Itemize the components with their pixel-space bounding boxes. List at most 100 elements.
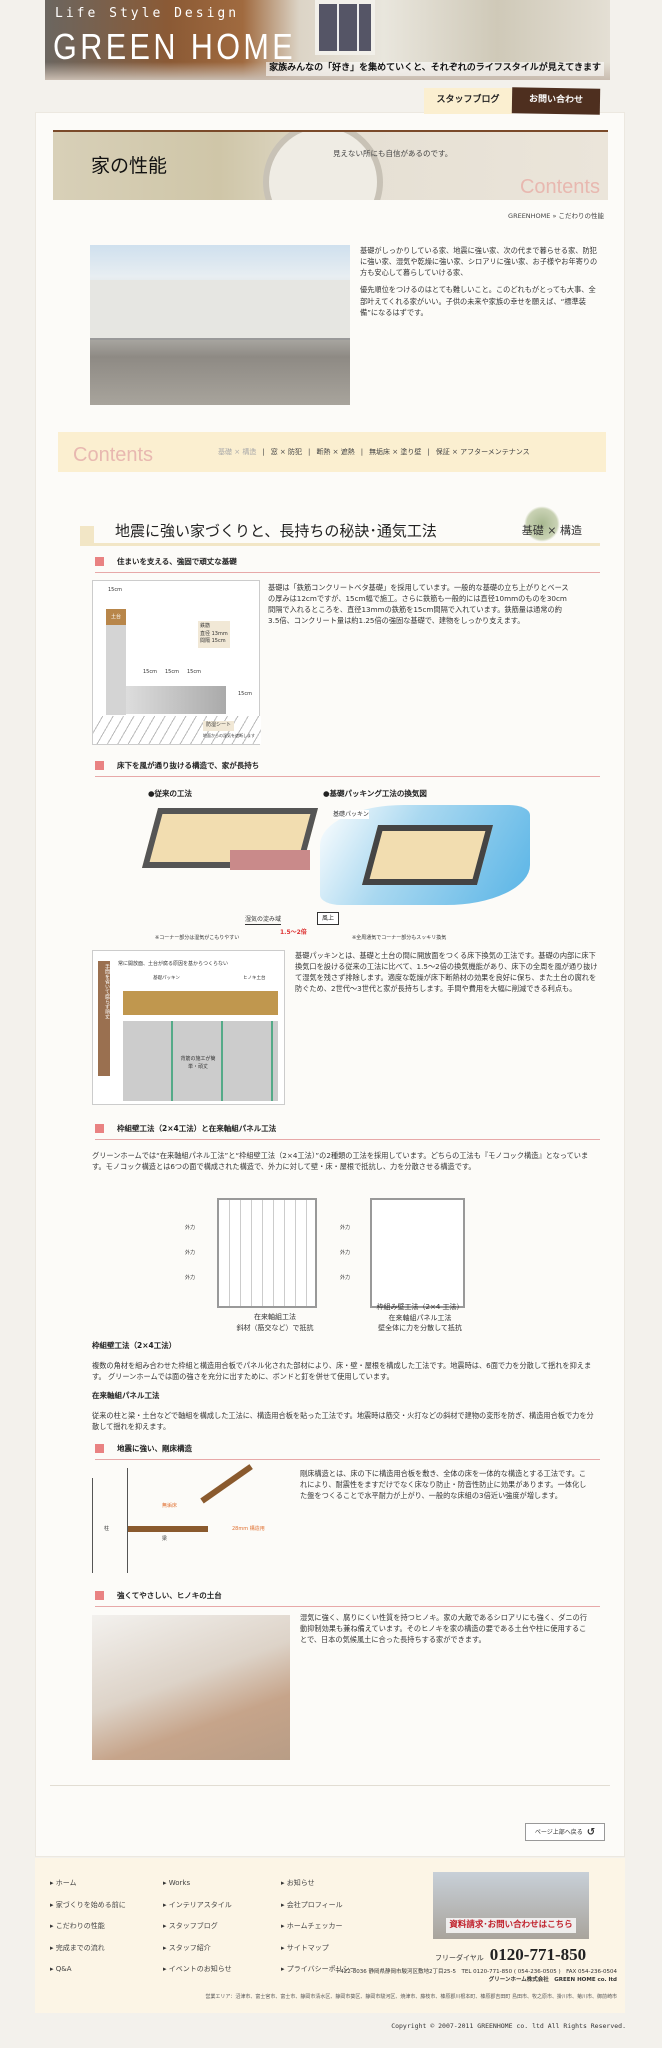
divider — [50, 1785, 610, 1786]
freedial-label: フリーダイヤル — [435, 1954, 484, 1962]
breadcrumb[interactable]: GREENHOME » こだわりの性能 — [508, 212, 604, 220]
center-label: 背筋の施工が簡単・頑丈 — [180, 1056, 216, 1070]
page-subtitle: 見えない所にも自信があるのです。 — [333, 149, 453, 158]
rigid-floor-diagram: 無垢床 28mm 構造用 柱 梁 — [92, 1464, 292, 1573]
freedial-number: 0120-771-850 — [489, 1945, 587, 1964]
address-line: 〒422-8036 静岡県静岡市駿河区敷地2丁目25-5 TEL 0120-77… — [334, 1969, 617, 1975]
dim-label: 15cm — [186, 669, 201, 675]
header-banner: Life Style Design GREEN HOME 家族みんなの「好き」を… — [45, 0, 610, 80]
subheading-ventilation: 床下を風が通り抜ける構造で、家が長持ち — [95, 757, 600, 777]
dim-label: 15cm — [164, 669, 179, 675]
foundation-text: 基礎は「鉄筋コンクリートベタ基礎」を採用しています。一般的な基礎の立ち上がりとベ… — [268, 583, 569, 626]
section-tag: 基礎 × 構造 — [521, 524, 582, 537]
footer-link[interactable]: イベントのお知らせ — [163, 1964, 232, 1975]
subheading-hinoki: 強くてやさしい、ヒノキの土台 — [95, 1587, 600, 1607]
contents-nav-warranty[interactable]: 保証 × アフターメンテナンス — [435, 448, 530, 456]
tree-icon — [524, 506, 560, 542]
logo-subtitle: Life Style Design — [55, 6, 240, 21]
logo[interactable]: GREEN HOME — [53, 26, 297, 67]
contents-label: Contents — [73, 444, 154, 466]
contact-banner-text: 資料請求･お問い合わせはこちら — [446, 1918, 576, 1933]
intro-text: 基礎がしっかりしている家、地震に強い家、次の代まで暮らせる家、防犯に強い家、湿気… — [360, 245, 600, 318]
contents-nav-window[interactable]: 窓 × 防犯 — [270, 448, 303, 456]
subheading-foundation: 住まいを支える、強固で頑丈な基礎 — [95, 553, 600, 573]
pillar-label: 柱 — [104, 1526, 110, 1532]
force-label: 外力 — [185, 1250, 196, 1256]
diagram-label: 基礎パッキン — [333, 810, 369, 819]
page-top-button[interactable]: ページ上部へ戻る↺ — [525, 1823, 605, 1841]
diagram-title: ●従来の工法 — [148, 789, 193, 798]
footer-link[interactable]: 会社プロフィール — [281, 1900, 357, 1911]
sep: | — [308, 448, 311, 456]
nav-contact[interactable]: お問い合わせ — [511, 87, 601, 115]
caption-line: 在来軸組工法 — [254, 1313, 296, 1321]
packing-text: 基礎パッキンとは、基礎と土台の間に開放面をつくる床下換気の工法です。基礎の内部に… — [295, 951, 598, 994]
wind-label: 風上 — [317, 912, 340, 925]
footer-link[interactable]: スタッフ紹介 — [163, 1943, 232, 1954]
footer-link[interactable]: ホーム — [50, 1878, 126, 1889]
dim-label: 15cm — [143, 669, 157, 675]
address: 〒422-8036 静岡県静岡市駿河区敷地2丁目25-5 TEL 0120-77… — [335, 1968, 617, 1985]
framing-diagram: 外力 外力 外力 外力 外力 外力 — [185, 1190, 485, 1310]
section-heading: 地震に強い家づくりと、長持ちの秘訣･通気工法 基礎 × 構造 — [80, 506, 600, 546]
house-icon — [80, 526, 94, 544]
force-label: 外力 — [340, 1275, 351, 1281]
footer-link[interactable]: 家づくりを始める前に — [50, 1900, 126, 1911]
footer-link[interactable]: お知らせ — [281, 1878, 357, 1889]
baby-photo — [92, 1615, 290, 1760]
service-area: 営業エリア：沼津市、富士宮市、富士市、静岡市清水区、静岡市葵区、静岡市駿河区、焼… — [205, 1994, 617, 2000]
section-title: 地震に強い家づくりと、長持ちの秘訣･通気工法 — [115, 522, 437, 540]
page-title: 家の性能 — [91, 155, 168, 177]
footer-link[interactable]: インテリアスタイル — [163, 1900, 232, 1911]
intro-p2: 優先順位をつけるのはとても難しいこと。このどれもがとっても大事、全部叶えてくれる… — [360, 285, 596, 317]
force-label: 外力 — [185, 1225, 196, 1231]
footer-link[interactable]: Q&A — [50, 1964, 126, 1975]
sep: | — [427, 448, 430, 456]
sill-label: ヒノキ土台 — [243, 976, 266, 981]
footer-link[interactable]: サイトマップ — [281, 1943, 357, 1954]
dim-label: 15cm — [108, 587, 122, 593]
plywood-label: 28mm 構造用 — [232, 1526, 265, 1532]
footer-link[interactable]: Works — [163, 1878, 232, 1889]
sep: | — [360, 448, 364, 456]
contents-nav: 基礎 × 構造| 窓 × 防犯| 断熱 × 遮熱| 無垢床 × 塗り壁| 保証 … — [218, 447, 530, 458]
sill-label: 土台 — [106, 609, 126, 625]
rigid-floor-text: 剛床構造とは、床の下に構造用合板を敷き、全体の床を一体的な構造とする工法です。こ… — [300, 1469, 587, 1501]
dim-label: 15cm — [238, 691, 252, 697]
diagram-note: ※全周通気でコーナー部分もスッキリ換気 — [352, 935, 447, 941]
footer-link[interactable]: スタッフブログ — [163, 1921, 232, 1932]
subheading-framing: 枠組壁工法（2×4工法）と在来軸組パネル工法 — [95, 1120, 600, 1140]
floor-label: 無垢床 — [162, 1503, 178, 1509]
caption-line: 斜材（筋交など）で抵抗 — [236, 1323, 314, 1332]
diagram-title: ●基礎パッキング工法の換気図 — [323, 789, 427, 798]
contents-nav-floor[interactable]: 無垢床 × 塗り壁 — [369, 448, 422, 456]
packing-diagram: 手間を省いて腐らず頑丈 常に開放面、土台が腐る原因を基からつくらない 基礎パッキ… — [92, 950, 285, 1105]
contents-nav-foundation[interactable]: 基礎 × 構造 — [218, 448, 257, 456]
spacing-labels: 15cm 15cm 15cm — [143, 669, 201, 677]
footer-link[interactable]: ホームチェッカー — [281, 1921, 357, 1932]
contact-banner[interactable]: 資料請求･お問い合わせはこちら — [433, 1872, 589, 1939]
company-name: グリーンホーム株式会社 GREEN HOME co. ltd — [488, 1977, 617, 1984]
rebar-label: 鉄筋 直径 13mm 間隔 15cm — [198, 621, 230, 648]
intro-p1: 基礎がしっかりしている家、地震に強い家、次の代まで暮らせる家、防犯に強い家、湿気… — [360, 246, 598, 278]
window-image — [315, 0, 375, 55]
freedial: フリーダイヤル 0120-771-850 — [435, 1942, 586, 1968]
sheet-label: 防湿シート — [203, 721, 235, 731]
contents-nav-insulation[interactable]: 断熱 × 遮熱 — [316, 448, 355, 456]
side-label: 手間を省いて腐らず頑丈 — [98, 961, 110, 1076]
diagram-note: ※コーナー部分は湿気がこもりやすい — [155, 935, 240, 941]
subheading-rigid-floor: 地震に強い、剛床構造 — [95, 1440, 600, 1460]
footer-link[interactable]: こだわりの性能 — [50, 1921, 126, 1932]
ratio-label: 1.5〜2倍 — [280, 929, 307, 936]
packing-label: 基礎パッキン — [153, 976, 180, 981]
footer-col-1: ホーム家づくりを始める前にこだわりの性能完成までの流れ Q&A — [50, 1878, 126, 1975]
nav-staff-blog[interactable]: スタッフブログ — [424, 88, 512, 114]
panel-method-heading: 在来軸組パネル工法 — [92, 1391, 160, 1400]
left-caption: 在来軸組工法斜材（筋交など）で抵抗 — [215, 1312, 335, 1333]
force-label: 外力 — [185, 1275, 196, 1281]
footer-col-2: Works インテリアスタイルスタッフブログスタッフ紹介イベントのお知らせ — [163, 1878, 232, 1975]
scale-image — [263, 132, 383, 200]
footer-link[interactable]: プライバシーポリシー — [281, 1964, 357, 1975]
footer-link[interactable]: 完成までの流れ — [50, 1943, 126, 1954]
